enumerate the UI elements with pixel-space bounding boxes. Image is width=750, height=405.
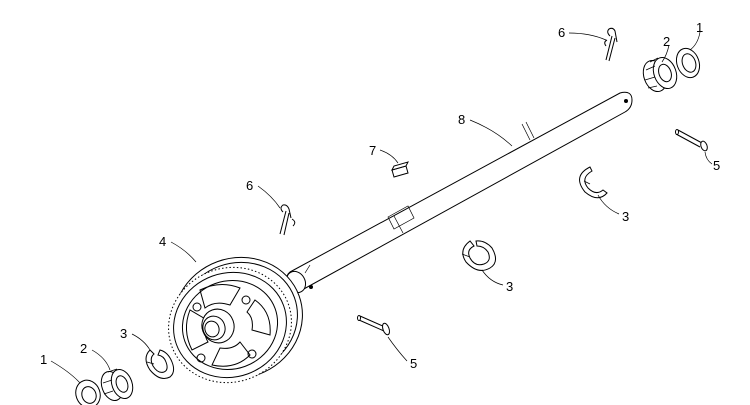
gear-part <box>168 256 303 384</box>
clevis-pin-lower-part <box>357 315 390 336</box>
callout-5-lower: 5 <box>410 356 417 371</box>
key-part <box>391 161 409 178</box>
callout-3-right: 3 <box>622 209 629 224</box>
eclip-right-part <box>579 166 608 199</box>
washer-right-part <box>675 47 701 79</box>
callout-6-top: 6 <box>558 25 565 40</box>
clevis-pin-right-part <box>675 129 708 152</box>
cotter-pin-top-part <box>604 27 618 62</box>
cotter-pin-mid-part <box>279 204 296 236</box>
callout-labels: 6 2 1 5 3 3 8 7 6 4 3 2 1 5 <box>40 20 720 371</box>
eclip-mid-part <box>461 240 496 271</box>
bearing-right-part <box>642 57 678 92</box>
callout-3-mid: 3 <box>506 279 513 294</box>
callout-1-right: 1 <box>696 20 703 35</box>
bearing-left-part <box>100 368 134 402</box>
callout-2-left: 2 <box>80 341 87 356</box>
callout-7-key: 7 <box>369 143 376 158</box>
washer-left-part <box>75 379 101 405</box>
eclip-left-part <box>145 349 175 379</box>
callout-6-mid: 6 <box>246 178 253 193</box>
callout-5-right: 5 <box>713 158 720 173</box>
callout-4-gear: 4 <box>159 234 166 249</box>
leader-lines <box>50 31 713 384</box>
callout-2-right: 2 <box>663 34 670 49</box>
callout-1-left: 1 <box>40 352 47 367</box>
callout-3-left: 3 <box>120 326 127 341</box>
callout-8-shaft: 8 <box>458 112 465 127</box>
